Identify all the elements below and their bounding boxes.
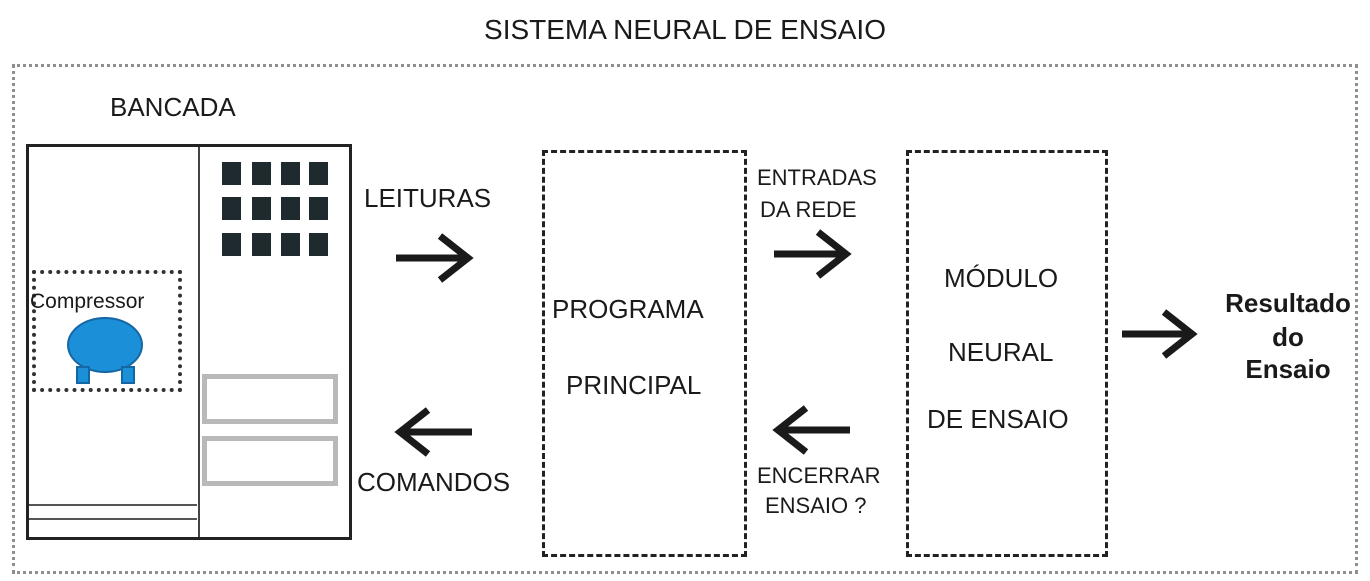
keypad-key bbox=[309, 233, 328, 256]
bench-display-panel bbox=[202, 374, 338, 424]
modulo-neural-box bbox=[906, 150, 1108, 557]
keypad-key bbox=[252, 197, 271, 220]
bench-keypad bbox=[222, 162, 332, 258]
entradas-label: ENTRADAS bbox=[757, 165, 877, 190]
keypad-key bbox=[222, 233, 241, 256]
da-rede-label: DA REDE bbox=[760, 197, 857, 222]
right-arrow-icon bbox=[396, 233, 474, 283]
compressor-area bbox=[32, 270, 182, 392]
programa-label: PROGRAMA bbox=[552, 294, 704, 324]
bancada-label: BANCADA bbox=[110, 92, 236, 122]
left-arrow-icon bbox=[772, 405, 850, 455]
ensaio-result-label: Ensaio bbox=[1245, 354, 1331, 384]
system-boundary bbox=[12, 64, 1358, 574]
right-arrow-icon bbox=[774, 229, 852, 279]
modulo-label: MÓDULO bbox=[944, 263, 1059, 293]
ensaio-question-label: ENSAIO ? bbox=[765, 493, 867, 518]
left-arrow-icon bbox=[394, 407, 472, 457]
keypad-key bbox=[281, 233, 300, 256]
compressor-foot bbox=[121, 366, 135, 384]
compressor-icon bbox=[67, 317, 143, 373]
de-ensaio-label: DE ENSAIO bbox=[927, 404, 1069, 434]
keypad-key bbox=[309, 197, 328, 220]
leituras-label: LEITURAS bbox=[364, 183, 492, 213]
keypad-key bbox=[281, 162, 300, 185]
neural-label: NEURAL bbox=[948, 337, 1054, 367]
bench-divider bbox=[198, 147, 200, 537]
keypad-key bbox=[252, 233, 271, 256]
comandos-label: COMANDOS bbox=[357, 467, 511, 497]
keypad-key bbox=[309, 162, 328, 185]
keypad-key bbox=[252, 162, 271, 185]
keypad-key bbox=[222, 162, 241, 185]
resultado-label: Resultado bbox=[1225, 288, 1351, 318]
do-label: do bbox=[1272, 322, 1304, 352]
keypad-key bbox=[222, 197, 241, 220]
right-arrow-icon bbox=[1122, 309, 1198, 359]
principal-label: PRINCIPAL bbox=[566, 370, 702, 400]
bench-shelf-line bbox=[29, 504, 197, 506]
bench-shelf-line bbox=[29, 518, 197, 520]
programa-principal-box bbox=[542, 150, 747, 557]
compressor-foot bbox=[76, 366, 90, 384]
encerrar-label: ENCERRAR bbox=[757, 463, 881, 488]
keypad-key bbox=[281, 197, 300, 220]
bench-display-panel bbox=[202, 436, 338, 486]
compressor-label: Compressor bbox=[30, 290, 145, 313]
diagram-title: SISTEMA NEURAL DE ENSAIO bbox=[484, 14, 886, 45]
